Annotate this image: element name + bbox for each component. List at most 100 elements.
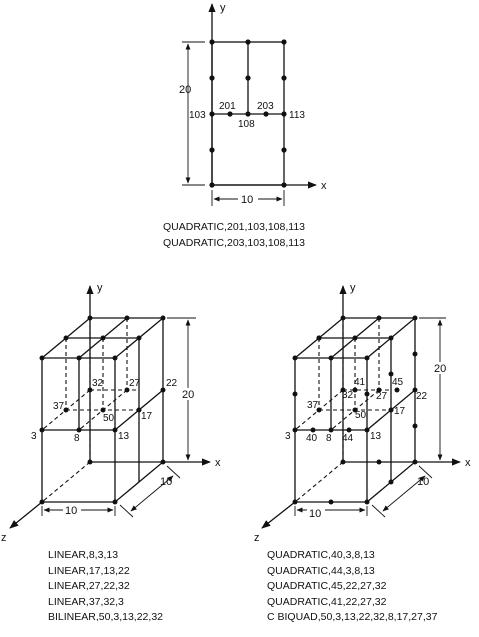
top-y-axis-label: y — [220, 2, 226, 14]
node-label-8: 8 — [74, 433, 80, 444]
node-32 — [340, 387, 346, 393]
node-label-3: 3 — [285, 431, 291, 442]
node — [340, 315, 346, 321]
node — [245, 39, 251, 45]
node-label-32: 32 — [92, 378, 104, 389]
command-line: C BIQUAD,50,3,13,22,32,8,17,27,37 — [267, 611, 438, 623]
node — [388, 335, 394, 341]
command-line: LINEAR,27,22,32 — [48, 580, 130, 592]
node — [87, 315, 93, 321]
node — [136, 335, 142, 341]
right-dim-ext-front — [371, 504, 386, 518]
node-32 — [87, 387, 93, 393]
node — [412, 351, 418, 357]
node-label-103: 103 — [189, 110, 206, 121]
node-113 — [281, 111, 287, 117]
right-width-label: 10 — [309, 508, 321, 520]
left-y-axis-label: y — [97, 282, 103, 294]
right-commands: QUADRATIC,40,3,8,13 QUADRATIC,44,3,8,13 … — [267, 548, 437, 626]
left-commands: LINEAR,8,3,13 LINEAR,17,13,22 LINEAR,27,… — [48, 548, 163, 626]
left-x-axis-label: x — [215, 457, 221, 469]
node-label-108: 108 — [238, 119, 255, 130]
top-width-label-bg — [238, 193, 258, 204]
node-8 — [328, 427, 334, 433]
right-height-label-bg — [432, 362, 450, 374]
node-40 — [310, 427, 316, 433]
node — [340, 459, 346, 465]
left-width-label-bg — [63, 504, 81, 516]
command-line: LINEAR,17,13,22 — [48, 564, 130, 577]
node — [328, 355, 334, 361]
node-label-40: 40 — [306, 433, 318, 444]
node-label-45: 45 — [392, 377, 404, 388]
node — [352, 335, 358, 341]
node-13 — [112, 427, 118, 433]
node — [112, 499, 118, 505]
command-line: LINEAR,37,32,3 — [48, 595, 124, 608]
node-label-37: 37 — [307, 400, 319, 411]
left-dim-ext-front — [119, 504, 134, 518]
node — [112, 355, 118, 361]
command-line: LINEAR,8,3,13 — [48, 549, 119, 561]
right-nodes — [292, 315, 418, 505]
node-label-50: 50 — [103, 413, 115, 424]
left-height-label: 20 — [182, 389, 194, 401]
top-height-label: 20 — [179, 84, 191, 96]
node — [316, 335, 322, 341]
node — [209, 75, 215, 81]
node-label-37: 37 — [53, 401, 65, 412]
node — [160, 459, 166, 465]
node — [245, 75, 251, 81]
node-201 — [227, 111, 233, 117]
command-line: QUADRATIC,45,22,27,32 — [267, 580, 387, 592]
left-z-axis — [9, 501, 43, 529]
node — [292, 391, 298, 397]
node-13 — [364, 427, 370, 433]
left-diagram: y x z 20 10 — [1, 282, 221, 544]
node — [292, 499, 298, 505]
node-22 — [412, 387, 418, 393]
left-dim-ext-back — [166, 465, 181, 479]
node-label-201: 201 — [219, 101, 236, 112]
node — [209, 147, 215, 153]
top-commands: QUADRATIC,201,103,108,113 QUADRATIC,203,… — [163, 220, 305, 251]
node-label-50: 50 — [355, 410, 367, 421]
node-50 — [100, 407, 106, 413]
node-label-8: 8 — [326, 433, 332, 444]
node-44 — [346, 427, 352, 433]
node — [100, 335, 106, 341]
node-label-13: 13 — [370, 431, 382, 442]
node-8 — [76, 427, 82, 433]
top-nodes — [209, 39, 287, 188]
node — [412, 315, 418, 321]
node-label-27: 27 — [376, 391, 388, 402]
top-width-label: 10 — [241, 194, 253, 206]
right-z-axis-hidden — [294, 461, 344, 503]
right-x-axis-label: x — [465, 457, 471, 469]
left-z-axis-label: z — [1, 532, 7, 544]
node — [364, 391, 370, 397]
command-line: QUADRATIC,41,22,27,32 — [267, 595, 387, 608]
right-width-label-bg — [307, 507, 325, 519]
command-line: BILINEAR,50,3,13,22,32 — [48, 611, 163, 623]
right-z-axis — [261, 501, 296, 529]
top-x-axis-label: x — [321, 180, 327, 192]
node-41 — [352, 387, 358, 393]
node-label-17: 17 — [141, 411, 153, 422]
left-depth-dimension — [130, 475, 174, 512]
node-label-3: 3 — [31, 431, 37, 442]
node-label-203: 203 — [257, 101, 274, 112]
node-label-32: 32 — [342, 390, 354, 401]
node — [328, 499, 334, 505]
node-17 — [388, 407, 394, 413]
node-27 — [376, 387, 382, 393]
command-line: QUADRATIC,201,103,108,113 — [163, 221, 306, 233]
right-depth-label: 10 — [417, 476, 429, 488]
right-z-axis-label: z — [254, 532, 260, 544]
right-dim-ext-back — [418, 465, 433, 479]
node — [39, 499, 45, 505]
command-line: QUADRATIC,40,3,8,13 — [267, 549, 375, 561]
node — [412, 423, 418, 429]
node-22 — [160, 387, 166, 393]
